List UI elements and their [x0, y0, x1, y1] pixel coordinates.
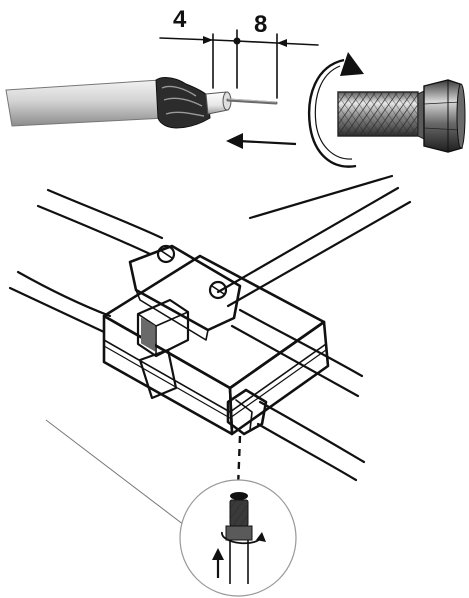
f-connector [337, 79, 466, 153]
cable-strip-illustration [5, 77, 278, 129]
dimension-label-8: 8 [254, 11, 267, 38]
insert-arrow-icon [226, 133, 297, 149]
dimension-markers [159, 29, 319, 99]
rotate-arrow-icon [308, 52, 364, 168]
dimension-label-4: 4 [173, 6, 187, 33]
detail-inset [179, 479, 297, 597]
splitter-block-drawing [8, 174, 412, 529]
